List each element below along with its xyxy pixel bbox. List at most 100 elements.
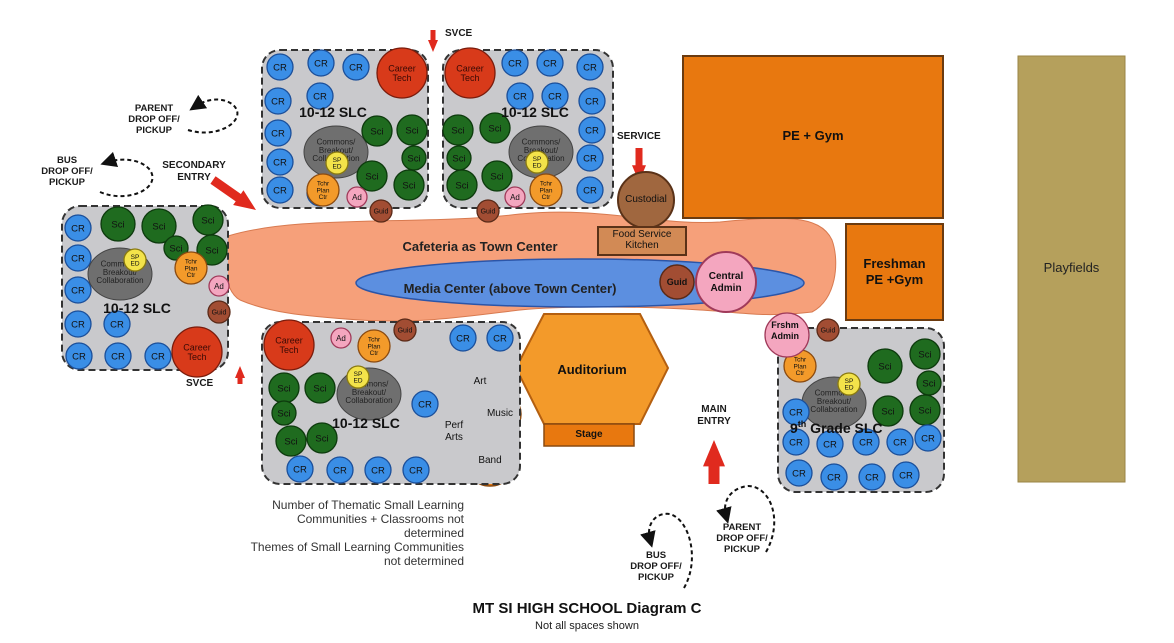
- notes-block: Number of Thematic Small Learning Commun…: [180, 498, 464, 568]
- parent-top-line2: DROP OFF/: [128, 114, 180, 125]
- slc-label: 10-12 SLC: [103, 300, 171, 316]
- sci-label: Sci: [402, 180, 415, 191]
- guid-circle: [207, 300, 231, 324]
- cr-label: CR: [273, 62, 287, 73]
- tchr-plan-label-line: Tchr: [794, 356, 807, 363]
- commons-label: Commons/Breakout/Collaboration: [96, 259, 143, 285]
- cr-circle: [816, 430, 844, 458]
- cr-label: CR: [71, 285, 85, 296]
- main-entry-line1: MAIN: [701, 404, 727, 415]
- sci-circle: [396, 114, 428, 146]
- ad-label: Ad: [510, 193, 520, 202]
- frshm-admin-line1: Frshm: [771, 320, 799, 330]
- parent-top-dashed: [187, 94, 239, 134]
- cafeteria-label: Cafeteria as Town Center: [402, 239, 558, 254]
- sci-label: Sci: [878, 361, 891, 372]
- bus-dropoff-top-label: BUS DROP OFF/ PICKUP: [30, 155, 104, 188]
- cr-label-line: CR: [865, 472, 879, 483]
- cr-circle: [65, 342, 93, 370]
- bus-bottom-line1: BUS: [645, 550, 667, 561]
- note-line3: determined: [403, 526, 464, 540]
- sci-label-line: Sci: [918, 349, 931, 360]
- commons-label-line: Breakout/: [319, 146, 354, 155]
- cr-circle: [103, 310, 131, 338]
- svce-top-arrow-shape: [428, 30, 438, 52]
- tchr-plan-label-line: Tchr: [540, 180, 553, 187]
- secondary-entry-arrow-shape: [210, 176, 257, 211]
- cr-label: CR: [543, 58, 557, 69]
- sci-label: Sci: [455, 180, 468, 191]
- cr-label: CR: [314, 58, 328, 69]
- career-tech-label-line: Career: [456, 63, 484, 73]
- sci-circle: [909, 338, 941, 370]
- cr-label: CR: [71, 223, 85, 234]
- cr-label-line: CR: [110, 319, 124, 330]
- parent-top-line3: PICKUP: [136, 125, 172, 136]
- parent-bottom-line1: PARENT: [722, 522, 762, 533]
- sci-label-line: Sci: [152, 221, 165, 232]
- commons-label-line: Commons/: [522, 137, 561, 146]
- cr-circle: [449, 324, 477, 352]
- cr-label: CR: [583, 153, 597, 164]
- cr-label: CR: [583, 185, 597, 196]
- cr-label: CR: [789, 437, 803, 448]
- cr-circle: [578, 87, 606, 115]
- cr-label-line: CR: [271, 128, 285, 139]
- diagram-title: MT SI HIGH SCHOOL Diagram C: [472, 600, 702, 617]
- cr-label: CR: [893, 437, 907, 448]
- bus-top-line1: BUS: [56, 155, 78, 166]
- sci-label: Sci: [451, 125, 464, 136]
- sci-label: Sci: [284, 436, 297, 447]
- ad-label-line: Ad: [510, 193, 520, 202]
- sped-circle: [346, 365, 370, 389]
- ad-label-line: Ad: [352, 193, 362, 202]
- guid-label: Guid: [374, 208, 389, 215]
- slc-9th-label: 9th Grade SLC: [790, 419, 883, 436]
- cr-label-line: CR: [921, 433, 935, 444]
- sci-label: Sci: [152, 221, 165, 232]
- frshm-admin-line2: Admin: [771, 331, 799, 341]
- slc-label-line: 10-12 SLC: [332, 415, 400, 431]
- cr-label: CR: [273, 157, 287, 168]
- cr-label-line: CR: [893, 437, 907, 448]
- sci-label-line: Sci: [878, 361, 891, 372]
- sci-label-line: Sci: [922, 378, 935, 389]
- sped-label-line: SP: [845, 378, 854, 385]
- cr-circle: [576, 176, 604, 204]
- cr-label: CR: [409, 465, 423, 476]
- secondary-entry-line2: ENTRY: [177, 172, 211, 183]
- tchr-plan-circle: [306, 173, 340, 207]
- sci-circle: [196, 234, 228, 266]
- central-admin-label: Central Admin: [696, 271, 756, 295]
- cr-circle: [64, 214, 92, 242]
- ad-label: Ad: [352, 193, 362, 202]
- cr-label: CR: [827, 472, 841, 483]
- food-service-line1: Food Service: [612, 229, 672, 240]
- sci-label: Sci: [277, 408, 290, 419]
- guid-circle: [369, 199, 393, 223]
- sci-circle: [393, 169, 425, 201]
- cr-label: CR: [273, 185, 287, 196]
- sci-label: Sci: [918, 349, 931, 360]
- parent-dropoff-bottom-label: PARENT DROP OFF/ PICKUP: [702, 522, 782, 555]
- parent-bottom-line2: DROP OFF/: [716, 533, 768, 544]
- perf-arts-line1: Perf: [444, 420, 464, 431]
- commons-label-line: Breakout/: [103, 268, 138, 277]
- sped-label-line: ED: [844, 385, 853, 392]
- cr-label-line: CR: [513, 91, 527, 102]
- sci-label: Sci: [277, 383, 290, 394]
- commons-label-line: Commons/: [350, 379, 389, 388]
- slc-label-line: 10-12 SLC: [103, 300, 171, 316]
- cr-circle: [785, 459, 813, 487]
- tchr-plan-label-line: Ctr: [542, 194, 552, 201]
- bus-bottom-line3: PICKUP: [638, 572, 674, 583]
- stage-label: Stage: [575, 429, 603, 440]
- sci-circle: [306, 422, 338, 454]
- cr-circle: [578, 116, 606, 144]
- cr-circle: [820, 463, 848, 491]
- cr-circle: [411, 390, 439, 418]
- cr-circle: [782, 398, 810, 426]
- cr-circle: [266, 176, 294, 204]
